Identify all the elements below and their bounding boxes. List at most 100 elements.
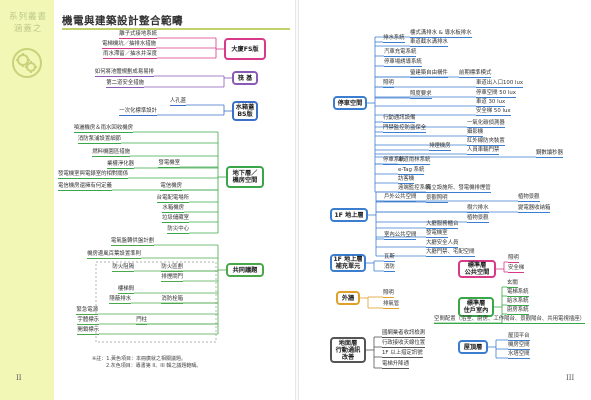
topic-item: 緊急電源 bbox=[76, 307, 98, 315]
topic-node-common: 共同議題 bbox=[226, 263, 264, 277]
topic-node-gf: 地面層 行動通訊 改善 bbox=[330, 337, 366, 363]
grey-scope-frame bbox=[95, 261, 217, 343]
topic-node-bs: 水箱蓋 BS版 bbox=[232, 101, 258, 121]
topic-node-parking: 停車空間 bbox=[333, 96, 367, 110]
topic-item: 車道 30 lux bbox=[476, 99, 506, 107]
topic-item: 照明 bbox=[383, 290, 394, 298]
topic-item: 戶外公共空間 bbox=[384, 194, 417, 202]
sidebar-label-bottom: 涵蓋之 bbox=[13, 24, 43, 34]
topic-item: 螢建築自由構件 bbox=[410, 70, 448, 78]
topic-item: 汽車充電系統 bbox=[384, 49, 417, 57]
topic-item: 國網業者收訊檢測 bbox=[382, 330, 426, 338]
topic-item: e-Tag 系統 bbox=[398, 167, 425, 175]
topic-item: 鋼數讀秒器 bbox=[536, 150, 563, 158]
topic-item: 停車空間 50 lux bbox=[476, 90, 516, 98]
topic-item: 電信機房還擁有何定義 bbox=[58, 183, 112, 191]
topic-item: 排氣管 bbox=[383, 301, 400, 309]
topic-node-fs: 大廈FS版 bbox=[224, 38, 266, 60]
footnote-2: 2.灰色項目：專書第 II、III 輯之議題範疇。 bbox=[106, 363, 202, 369]
topic-item: 發電機室 bbox=[426, 230, 448, 238]
topic-item: 樓梯間 bbox=[117, 286, 134, 294]
topic-item: 一氧化碳偵測器 bbox=[467, 120, 505, 128]
topic-item: 開鎖標示 bbox=[77, 327, 99, 335]
topic-item: 照度要求 bbox=[410, 91, 432, 99]
topic-item: 行動通訊設備 bbox=[383, 115, 416, 123]
topic-item: 機房空間 bbox=[508, 342, 530, 350]
gears-icon bbox=[12, 48, 42, 78]
topic-node-std_home: 標準層 住戶室內 bbox=[458, 297, 494, 317]
topic-item: 防災中心 bbox=[167, 226, 189, 234]
topic-item: 樓式溝排水 & 導水板排水 bbox=[410, 30, 472, 38]
topic-item: 瓦斯 bbox=[384, 254, 395, 262]
sidebar-band: 系列叢書 涵蓋之 bbox=[0, 0, 54, 400]
topic-item: 發電機室 bbox=[158, 160, 180, 168]
topic-item: 水箱機房 bbox=[162, 205, 184, 213]
topic-item: 1F 以上措定訊號 bbox=[382, 350, 423, 358]
topic-item: 業權淨化器 bbox=[107, 161, 134, 169]
topic-item: 照明 bbox=[383, 80, 394, 88]
topic-item: 電梯系統 bbox=[507, 289, 529, 297]
topic-item: 門禁監控防盜保全 bbox=[383, 125, 427, 133]
topic-item: 台電配電場所 bbox=[156, 195, 189, 203]
page-number-right: III bbox=[566, 374, 575, 382]
topic-item: 排水系統 bbox=[383, 35, 405, 43]
topic-node-f1: 1F 地上層 bbox=[330, 208, 368, 222]
topic-node-roof: 屋頂層 bbox=[458, 340, 488, 354]
topic-item: 樹穴排水 bbox=[467, 205, 489, 213]
topic-item: 電氣盤轉供盤計劃 bbox=[110, 238, 154, 246]
topic-item: 垃圾儲藏室 bbox=[162, 215, 189, 223]
topic-item: 噴灑機房＆雨水回收機房 bbox=[73, 125, 133, 133]
topic-item: 變電器收納箱 bbox=[518, 205, 551, 213]
topic-node-std_public: 標準層 公共空間 bbox=[458, 260, 496, 278]
topic-item: 排煙閘門 bbox=[161, 274, 183, 282]
topic-item: 大廳門禁、宅配空間 bbox=[426, 249, 475, 257]
topic-item: 停車場誘導系統 bbox=[384, 59, 422, 67]
topic-item: 車道截水溝排水 bbox=[410, 39, 448, 47]
topic-item: 人員車輛門禁 bbox=[467, 147, 500, 155]
topic-node-f1b: 1F 地上層 補充單元 bbox=[330, 254, 366, 272]
topic-item: 電信機房 bbox=[160, 183, 182, 191]
topic-item: 燃料機園區措施 bbox=[92, 149, 130, 157]
topic-item: 植物景觀 bbox=[518, 194, 540, 202]
footnotes: ※註：1.黃色項目：本冊廣就之相關議題。 2.灰色項目：專書第 II、III 輯… bbox=[92, 356, 201, 370]
topic-item: 排煙機房 bbox=[429, 143, 451, 151]
topic-item: 空間配置（浴室、廚房、工作陽台、景觀陽台、共用電視插座） bbox=[434, 316, 585, 324]
topic-item: 訪客機 bbox=[398, 176, 415, 184]
topic-item: 紅外線防夾裝置 bbox=[467, 138, 505, 146]
topic-item: 車道雨林系統 bbox=[398, 157, 431, 165]
topic-node-base: 筏 基 bbox=[232, 71, 258, 85]
topic-item: 隱蔽排水 bbox=[109, 296, 131, 304]
topic-item: 獨立設施所、發電機排煙管 bbox=[426, 185, 491, 193]
topic-item: 攝影機 bbox=[467, 129, 484, 137]
topic-item: 如何將池體規劃成易易排 bbox=[94, 69, 154, 77]
topic-node-base2: 地下層／ 機房空間 bbox=[226, 166, 264, 188]
topic-item: 遠端監控系統 bbox=[398, 185, 431, 193]
topic-item: 屋頂平台 bbox=[508, 333, 530, 341]
sidebar-label-top: 系列叢書 bbox=[8, 12, 47, 22]
topic-item: 植物景觀 bbox=[467, 215, 489, 223]
topic-item: 電梯升降通 bbox=[382, 361, 409, 369]
topic-item: 消防 bbox=[384, 264, 395, 272]
topic-item: 前期標準模式 bbox=[459, 70, 492, 78]
topic-item: 室內公共空間 bbox=[384, 232, 417, 240]
topic-item: 大廳服務櫃台 bbox=[426, 221, 459, 229]
topic-item: 雨水滯留／抽水井深度 bbox=[103, 51, 157, 59]
topic-item: 防火區劃 bbox=[161, 264, 183, 272]
topic-item: 水塔空間 bbox=[508, 351, 530, 359]
topic-item: 宇體標示 bbox=[77, 317, 99, 325]
topic-item: 門柱 bbox=[136, 317, 147, 325]
topic-item: 安全梯 50 lux bbox=[476, 108, 511, 116]
topic-item: 人孔蓋 bbox=[169, 98, 186, 106]
footnote-1: ※註：1.黃色項目：本冊廣就之相關議題。 bbox=[92, 356, 186, 362]
topic-item: 發電機室與電錶室的相對關係 bbox=[58, 171, 129, 179]
topic-item: 一次化標準設計 bbox=[119, 108, 157, 116]
topic-item: 廚房系統 bbox=[507, 307, 529, 315]
topic-item: 機房邊風百葉設置準則 bbox=[87, 251, 141, 259]
topic-item: 停車系統 bbox=[383, 157, 405, 165]
topic-item: 照明 bbox=[508, 255, 519, 263]
title-rule bbox=[62, 28, 290, 30]
topic-item: 消防栓箱 bbox=[161, 296, 183, 304]
page-number-left: II bbox=[16, 374, 22, 382]
